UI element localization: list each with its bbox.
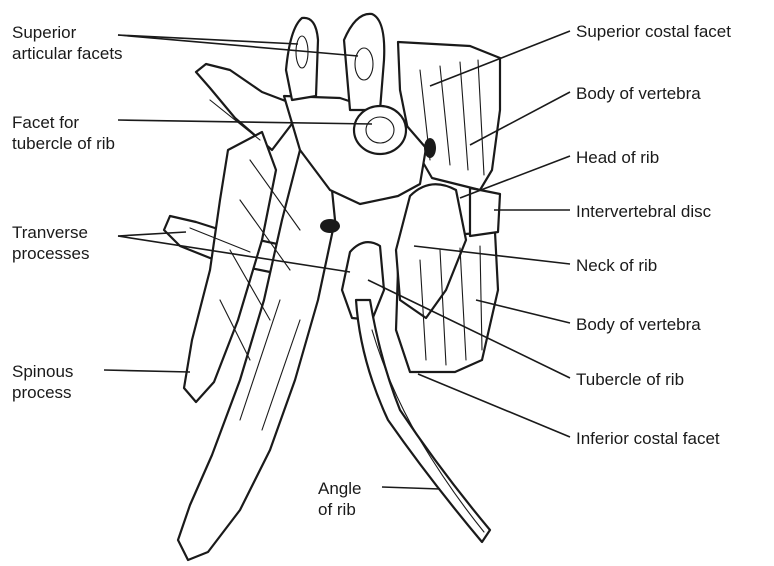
label-line: processes xyxy=(12,243,89,264)
intervertebral-disc-shape xyxy=(470,188,500,236)
label-superior-articular-facets: Superior articular facets xyxy=(12,22,123,64)
label-line: process xyxy=(12,382,73,403)
label-line: articular facets xyxy=(12,43,123,64)
label-neck-of-rib: Neck of rib xyxy=(576,255,657,276)
label-angle-of-rib: Angle of rib xyxy=(318,478,361,520)
label-line: Tranverse xyxy=(12,222,89,243)
label-facet-for-tubercle: Facet for tubercle of rib xyxy=(12,112,115,154)
label-line: Facet for xyxy=(12,112,115,133)
label-head-of-rib: Head of rib xyxy=(576,147,659,168)
label-superior-costal-facet: Superior costal facet xyxy=(576,21,731,42)
label-inferior-costal-facet: Inferior costal facet xyxy=(576,428,720,449)
label-line: Spinous xyxy=(12,361,73,382)
label-body-of-vertebra-bottom: Body of vertebra xyxy=(576,314,701,335)
label-body-of-vertebra-top: Body of vertebra xyxy=(576,83,701,104)
superior-articular-facet-right xyxy=(344,14,384,110)
label-line: of rib xyxy=(318,499,361,520)
facet-for-tubercle-shape xyxy=(354,106,406,154)
label-line: tubercle of rib xyxy=(12,133,115,154)
label-tubercle-of-rib: Tubercle of rib xyxy=(576,369,684,390)
label-line: Angle xyxy=(318,478,361,499)
label-intervertebral-disc: Intervertebral disc xyxy=(576,201,711,222)
superior-articular-facet-left xyxy=(286,18,318,100)
label-line: Superior xyxy=(12,22,123,43)
label-transverse-processes: Tranverse processes xyxy=(12,222,89,264)
label-spinous-process: Spinous process xyxy=(12,361,73,403)
